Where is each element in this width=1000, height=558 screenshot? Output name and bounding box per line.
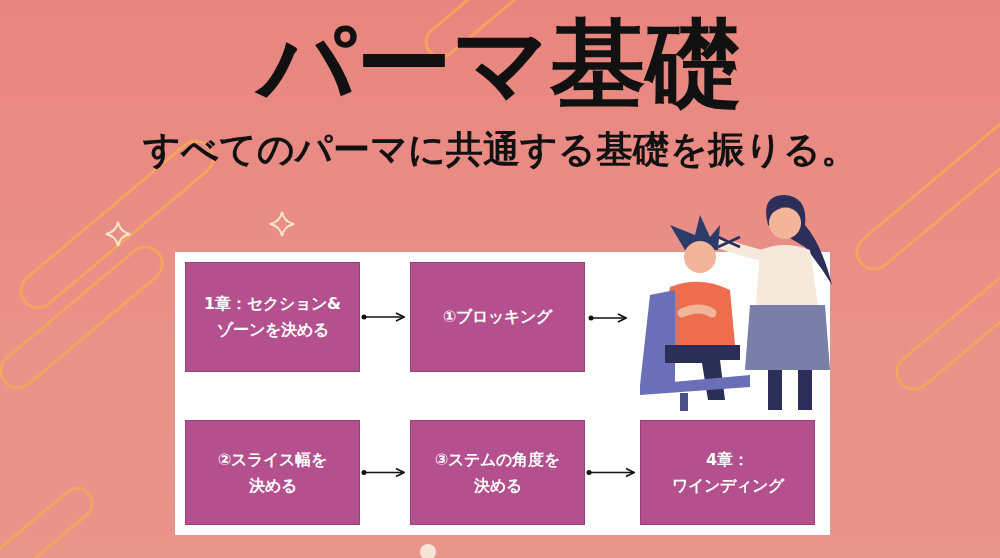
box-label: 1章：セクション& ゾーンを決める <box>196 291 349 342</box>
sparkle <box>270 212 294 236</box>
flow-arrow <box>364 316 404 318</box>
diagram-subtitle: すべてのパーマに共通する基礎を振りる。 <box>0 128 1000 172</box>
box-label: ③ステムの角度を 決める <box>421 447 574 498</box>
decor-dot <box>420 544 436 558</box>
flow-arrow <box>364 472 404 474</box>
decor-pill <box>0 240 169 395</box>
diagram-title: パーマ基礎 <box>0 12 1000 118</box>
box-label: 4章： ワインディング <box>651 447 804 498</box>
process-box: ①ブロッキング <box>410 262 585 372</box>
process-box: ②スライス幅を 決める <box>185 420 360 525</box>
decor-pill <box>850 109 1000 276</box>
decor-pill <box>0 482 98 558</box>
sparkle <box>106 222 130 246</box>
arrow-dot <box>362 315 367 320</box>
flow-arrow <box>589 472 634 474</box>
arrow-dot <box>587 470 592 475</box>
process-box: 1章：セクション& ゾーンを決める <box>185 262 360 372</box>
arrow-dot <box>362 470 367 475</box>
process-box: 4章： ワインディング <box>640 420 815 525</box>
box-label: ②スライス幅を 決める <box>196 447 349 498</box>
process-box: ③ステムの角度を 決める <box>410 420 585 525</box>
box-label: ①ブロッキング <box>443 304 553 330</box>
decor-pill <box>890 241 1000 396</box>
salon-illustration <box>600 195 850 415</box>
pointer-arrow <box>591 317 626 319</box>
arrow-dot <box>589 316 594 321</box>
